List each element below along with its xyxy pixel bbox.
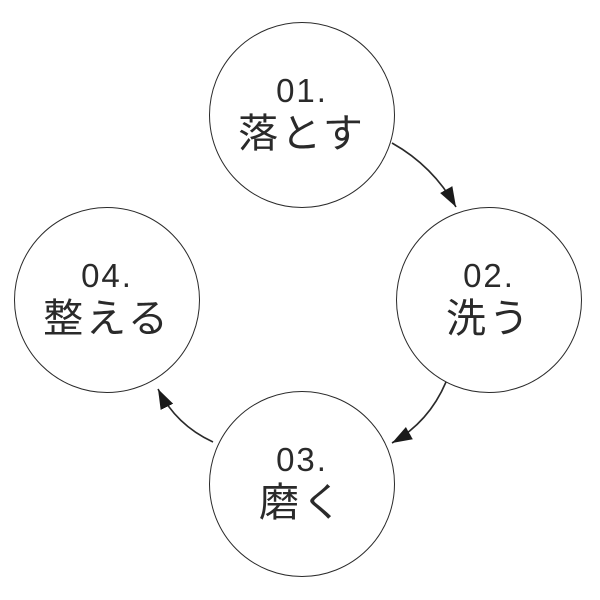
step-node-2: 02. 洗う (396, 207, 582, 393)
arrow-step3-to-step4-icon (157, 388, 214, 443)
step-1-number: 01. (276, 71, 328, 109)
step-node-4: 04. 整える (14, 207, 200, 393)
arrow-step2-to-step3-icon (391, 381, 447, 444)
step-1-label: 落とす (238, 112, 366, 157)
step-2-number: 02. (463, 256, 515, 294)
step-node-1: 01. 落とす (209, 22, 395, 208)
step-node-3: 03. 磨く (209, 391, 395, 577)
arrow-step1-to-step2-icon (391, 142, 457, 208)
step-3-number: 03. (276, 440, 328, 478)
step-4-number: 04. (81, 256, 133, 294)
step-4-label: 整える (43, 297, 171, 342)
step-2-label: 洗う (446, 297, 532, 342)
step-3-label: 磨く (259, 481, 345, 526)
